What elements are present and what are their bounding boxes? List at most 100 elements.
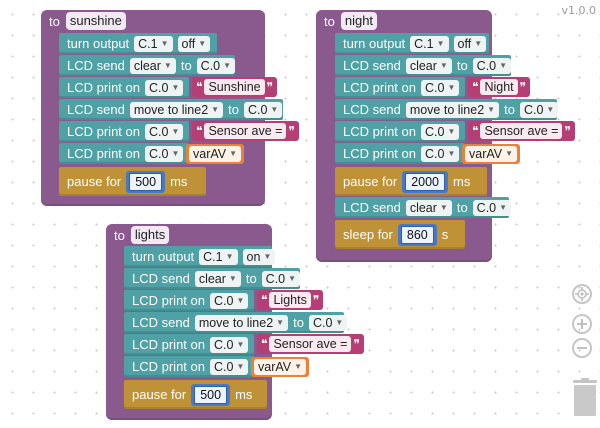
number-block[interactable]: 500	[126, 170, 166, 193]
procedure-name-field[interactable]: lights	[130, 226, 170, 244]
variable-dropdown[interactable]: varAV▼	[189, 146, 242, 162]
command-dropdown[interactable]: clear▼	[405, 199, 452, 216]
device-dropdown[interactable]: C.0▼	[420, 123, 460, 140]
command-dropdown[interactable]: clear▼	[405, 57, 452, 74]
text-block[interactable]: ❝ Sensor ave = ❞	[257, 334, 364, 354]
dropdown-value: varAV	[258, 360, 292, 374]
to-label: to	[245, 271, 257, 286]
pause-block[interactable]: pause for 2000 ms	[335, 167, 487, 196]
text-field[interactable]: Sensor ave =	[480, 123, 563, 139]
state-dropdown[interactable]: off▼	[453, 35, 487, 52]
device-dropdown[interactable]: C.0▼	[144, 79, 184, 96]
lcd-send-block[interactable]: LCD send move to line2▼ to C.0▼	[59, 99, 283, 120]
device-dropdown[interactable]: C.0▼	[243, 101, 283, 118]
quote-close-icon: ❞	[288, 124, 295, 138]
lcd-send-block[interactable]: LCD send clear▼ to C.0▼	[59, 55, 236, 76]
target-icon[interactable]	[572, 284, 592, 304]
text-block[interactable]: ❝ Lights ❞	[257, 290, 324, 310]
lcd-print-block[interactable]: LCD print on C.0▼	[335, 143, 465, 164]
turn-output-block[interactable]: turn output C.1▼ on▼	[124, 246, 276, 267]
pin-dropdown[interactable]: C.1▼	[134, 35, 173, 52]
lcd-send-block[interactable]: LCD send clear▼ to C.0▼	[124, 268, 301, 289]
variable-block[interactable]: varAV▼	[462, 144, 521, 164]
text-block[interactable]: ❝ Sensor ave = ❞	[468, 121, 575, 141]
procedure-header: to sunshine	[41, 10, 132, 32]
number-block[interactable]: 2000	[402, 170, 449, 193]
text-block[interactable]: ❝ Night ❞	[468, 77, 531, 97]
pin-dropdown[interactable]: C.1▼	[199, 248, 238, 265]
sleep-block[interactable]: sleep for 860 s	[335, 220, 465, 249]
text-field[interactable]: Sensor ave =	[269, 336, 352, 352]
device-dropdown[interactable]: C.0▼	[420, 145, 460, 162]
lcd-print-block[interactable]: LCD print on C.0▼	[124, 334, 254, 355]
lcd-print-block[interactable]: LCD print on C.0▼	[335, 77, 465, 98]
block-label: LCD print on	[132, 293, 205, 308]
lcd-print-block[interactable]: LCD print on C.0▼	[59, 143, 189, 164]
minus-icon[interactable]	[572, 338, 592, 358]
number-block[interactable]: 860	[397, 223, 437, 246]
number-field[interactable]: 500	[129, 172, 163, 191]
turn-output-block[interactable]: turn output C.1▼ off▼	[59, 33, 217, 54]
text-block[interactable]: ❝ Sunshine ❞	[192, 77, 278, 97]
text-field[interactable]: Lights	[269, 292, 311, 308]
command-dropdown[interactable]: move to line2▼	[405, 101, 500, 118]
command-dropdown[interactable]: clear▼	[194, 270, 241, 287]
command-dropdown[interactable]: clear▼	[129, 57, 176, 74]
pause-block[interactable]: pause for 500 ms	[59, 167, 206, 196]
lcd-send-block[interactable]: LCD send move to line2▼ to C.0▼	[335, 99, 559, 120]
dropdown-value: C.0	[200, 58, 221, 73]
dropdown-value: C.0	[312, 315, 333, 330]
lcd-send-block[interactable]: LCD send clear▼ to C.0▼	[335, 197, 512, 218]
variable-block[interactable]: varAV▼	[251, 357, 310, 377]
device-dropdown[interactable]: C.0▼	[209, 292, 249, 309]
quote-close-icon: ❞	[519, 80, 527, 94]
pin-dropdown[interactable]: C.1▼	[410, 35, 449, 52]
variable-dropdown[interactable]: varAV▼	[254, 359, 307, 375]
device-dropdown[interactable]: C.0▼	[196, 57, 236, 74]
lcd-print-block[interactable]: LCD print on C.0▼	[59, 121, 189, 142]
state-dropdown[interactable]: off▼	[177, 35, 211, 52]
procedure-name-field[interactable]: sunshine	[65, 12, 126, 30]
number-field[interactable]: 860	[400, 225, 434, 244]
device-dropdown[interactable]: C.0▼	[420, 79, 460, 96]
device-dropdown[interactable]: C.0▼	[144, 145, 184, 162]
lcd-print-block[interactable]: LCD print on C.0▼	[335, 121, 465, 142]
dropdown-value: move to line2	[409, 102, 485, 117]
device-dropdown[interactable]: C.0▼	[144, 123, 184, 140]
procedure-name-field[interactable]: night	[340, 12, 378, 30]
number-block[interactable]: 500	[191, 383, 231, 406]
text-field[interactable]: Sunshine	[204, 79, 265, 95]
block-label: LCD print on	[343, 80, 416, 95]
device-dropdown[interactable]: C.0▼	[261, 270, 301, 287]
dropdown-value: C.0	[148, 80, 169, 95]
device-dropdown[interactable]: C.0▼	[472, 57, 512, 74]
device-dropdown[interactable]: C.0▼	[209, 358, 249, 375]
chevron-down-icon: ▼	[229, 149, 238, 158]
turn-output-block[interactable]: turn output C.1▼ off▼	[335, 33, 489, 54]
trash-can-icon[interactable]	[572, 378, 598, 416]
lcd-send-block[interactable]: LCD send clear▼ to C.0▼	[335, 55, 512, 76]
variable-dropdown[interactable]: varAV▼	[465, 146, 518, 162]
pause-block[interactable]: pause for 500 ms	[124, 380, 267, 409]
lcd-print-block[interactable]: LCD print on C.0▼	[124, 290, 254, 311]
text-field[interactable]: Sensor ave =	[204, 123, 287, 139]
lcd-print-block[interactable]: LCD print on C.0▼	[124, 356, 254, 377]
number-field[interactable]: 500	[194, 385, 228, 404]
command-dropdown[interactable]: move to line2▼	[129, 101, 224, 118]
command-dropdown[interactable]: move to line2▼	[194, 314, 289, 331]
block-label: turn output	[132, 249, 195, 264]
variable-block[interactable]: varAV▼	[186, 144, 245, 164]
device-dropdown[interactable]: C.0▼	[308, 314, 348, 331]
number-field[interactable]: 2000	[405, 172, 446, 191]
chevron-down-icon: ▼	[499, 60, 508, 70]
device-dropdown[interactable]: C.0▼	[209, 336, 249, 353]
device-dropdown[interactable]: C.0▼	[519, 101, 559, 118]
state-dropdown[interactable]: on▼	[242, 248, 276, 265]
lcd-print-block[interactable]: LCD print on C.0▼	[59, 77, 189, 98]
plus-icon[interactable]	[572, 314, 592, 334]
text-block[interactable]: ❝ Sensor ave = ❞	[192, 121, 299, 141]
device-dropdown[interactable]: C.0▼	[472, 199, 512, 216]
lcd-send-block[interactable]: LCD send move to line2▼ to C.0▼	[124, 312, 348, 333]
quote-open-icon: ❝	[472, 124, 479, 138]
text-field[interactable]: Night	[480, 79, 518, 95]
